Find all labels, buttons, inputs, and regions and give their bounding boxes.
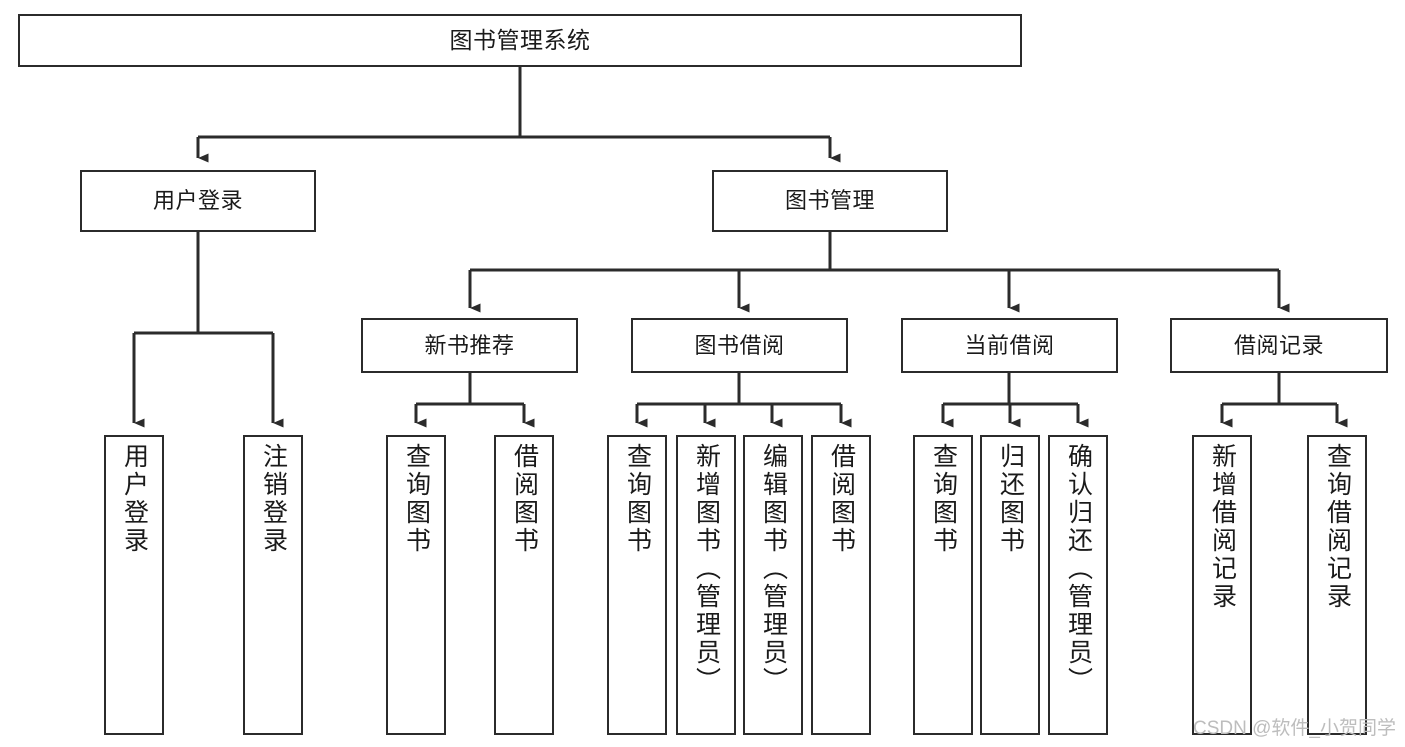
node-new-book-recommend[interactable]: 新书推荐 xyxy=(361,318,578,373)
node-leaf-add-record-label: 新增借阅记录 xyxy=(1208,443,1237,611)
node-leaf-query-book-2[interactable]: 查询图书 xyxy=(607,435,667,735)
node-root[interactable]: 图书管理系统 xyxy=(18,14,1022,67)
node-book-management[interactable]: 图书管理 xyxy=(712,170,948,232)
node-leaf-add-book-label: 新增图书（管理员） xyxy=(692,443,721,695)
node-user-login-label: 用户登录 xyxy=(152,188,243,214)
node-leaf-borrow-book-1[interactable]: 借阅图书 xyxy=(494,435,554,735)
node-leaf-query-record[interactable]: 查询借阅记录 xyxy=(1307,435,1367,735)
node-leaf-query-book-1-label: 查询图书 xyxy=(402,443,431,555)
csdn-watermark: CSDN @软件_小贺同学 xyxy=(1193,718,1396,739)
node-borrow-record[interactable]: 借阅记录 xyxy=(1170,318,1388,373)
node-current-borrow[interactable]: 当前借阅 xyxy=(901,318,1118,373)
node-current-borrow-label: 当前借阅 xyxy=(964,332,1055,358)
node-book-borrow-label: 图书借阅 xyxy=(694,332,785,358)
node-leaf-user-login[interactable]: 用户登录 xyxy=(104,435,164,735)
node-leaf-user-login-label: 用户登录 xyxy=(120,443,149,555)
node-leaf-confirm-return[interactable]: 确认归还（管理员） xyxy=(1048,435,1108,735)
node-leaf-add-book[interactable]: 新增图书（管理员） xyxy=(676,435,736,735)
node-leaf-logout[interactable]: 注销登录 xyxy=(243,435,303,735)
node-leaf-query-book-1[interactable]: 查询图书 xyxy=(386,435,446,735)
node-book-management-label: 图书管理 xyxy=(784,188,875,214)
node-leaf-return-book[interactable]: 归还图书 xyxy=(980,435,1040,735)
node-leaf-borrow-book-2-label: 借阅图书 xyxy=(827,443,856,555)
node-leaf-query-book-3[interactable]: 查询图书 xyxy=(913,435,973,735)
node-leaf-add-record[interactable]: 新增借阅记录 xyxy=(1192,435,1252,735)
node-leaf-query-book-3-label: 查询图书 xyxy=(929,443,958,555)
node-leaf-borrow-book-1-label: 借阅图书 xyxy=(510,443,539,555)
node-leaf-return-book-label: 归还图书 xyxy=(996,443,1025,555)
node-borrow-record-label: 借阅记录 xyxy=(1233,332,1324,358)
node-leaf-borrow-book-2[interactable]: 借阅图书 xyxy=(811,435,871,735)
node-leaf-edit-book-label: 编辑图书（管理员） xyxy=(759,443,788,695)
node-leaf-confirm-return-label: 确认归还（管理员） xyxy=(1064,443,1093,695)
node-new-book-recommend-label: 新书推荐 xyxy=(424,332,515,358)
node-leaf-query-book-2-label: 查询图书 xyxy=(623,443,652,555)
node-book-borrow[interactable]: 图书借阅 xyxy=(631,318,848,373)
node-root-label: 图书管理系统 xyxy=(449,27,591,54)
node-leaf-edit-book[interactable]: 编辑图书（管理员） xyxy=(743,435,803,735)
node-leaf-logout-label: 注销登录 xyxy=(259,443,288,555)
node-leaf-query-record-label: 查询借阅记录 xyxy=(1323,443,1352,611)
node-user-login[interactable]: 用户登录 xyxy=(80,170,316,232)
